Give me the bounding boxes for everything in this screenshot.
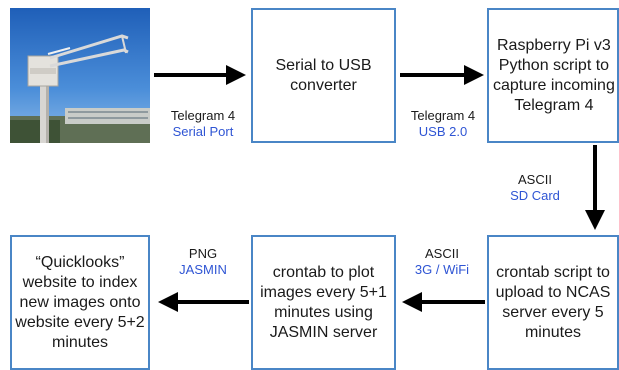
arrow-head-right-icon	[464, 65, 484, 85]
edge-label-usb: Telegram 4 USB 2.0	[402, 108, 484, 140]
upload-script-box: crontab script to upload to NCAS server …	[487, 235, 619, 370]
edge-label-sub: SD Card	[510, 188, 560, 203]
anemometer-photo	[10, 8, 150, 143]
edge-label-sub: USB 2.0	[418, 124, 468, 139]
arrow-head-left-icon	[158, 292, 178, 312]
edge-label-serial-port: Telegram 4 Serial Port	[160, 108, 246, 140]
plot-crontab-box: crontab to plot images every 5+1 minutes…	[251, 235, 396, 370]
arrow-head-right-icon	[226, 65, 246, 85]
edge-label-main: Telegram 4	[410, 108, 476, 123]
quicklooks-website-box: “Quicklooks” website to index new images…	[10, 235, 150, 370]
arrow-head-left-icon	[402, 292, 422, 312]
edge-label-wifi: ASCII 3G / WiFi	[402, 246, 482, 278]
serial-to-usb-box: Serial to USB converter	[251, 8, 396, 143]
edge-label-jasmin: PNG JASMIN	[160, 246, 246, 278]
arrow-head-down-icon	[585, 210, 605, 230]
edge-label-sub: 3G / WiFi	[414, 262, 470, 277]
raspberry-pi-box: Raspberry Pi v3 Python script to capture…	[487, 8, 619, 143]
edge-label-sd-card: ASCII SD Card	[500, 172, 570, 204]
edge-label-main: ASCII	[425, 246, 459, 261]
edge-label-main: Telegram 4	[170, 108, 236, 123]
edge-label-main: PNG	[188, 246, 218, 261]
edge-label-sub: JASMIN	[179, 262, 227, 277]
edge-label-sub: Serial Port	[172, 124, 234, 139]
edge-label-main: ASCII	[518, 172, 552, 187]
